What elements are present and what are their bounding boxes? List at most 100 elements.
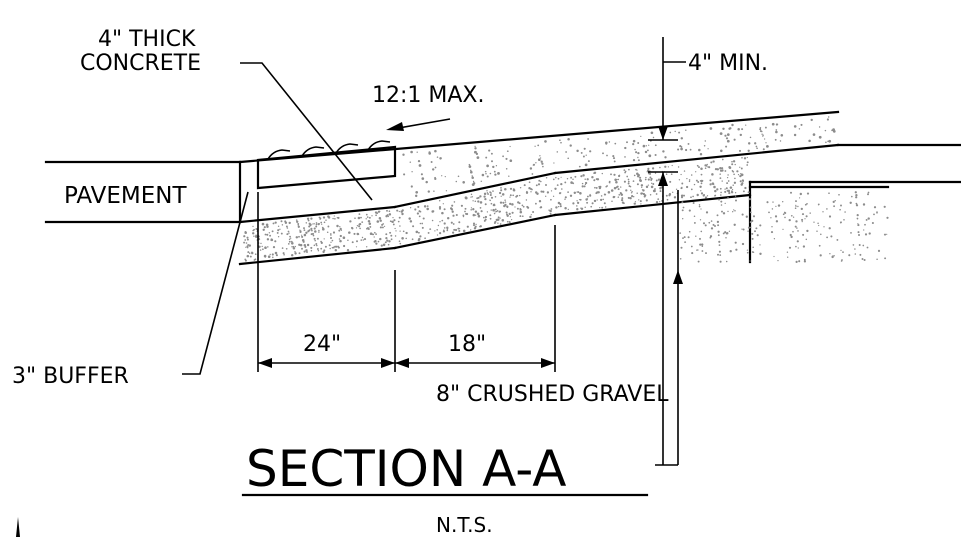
existing-gravel-dot — [840, 204, 842, 207]
gravel-dot — [453, 201, 456, 203]
existing-gravel-dot — [788, 246, 792, 249]
gravel-dot — [521, 204, 524, 207]
existing-gravel-dot — [830, 235, 833, 238]
concrete-dot — [774, 138, 777, 141]
concrete-dot — [637, 142, 640, 144]
gravel-dot — [671, 164, 673, 167]
gravel-dot — [483, 219, 486, 222]
existing-gravel-dot — [687, 236, 690, 239]
existing-gravel-dot — [868, 232, 871, 235]
gravel-dot — [545, 195, 547, 197]
existing-gravel-dot — [722, 232, 725, 235]
existing-gravel-dot — [849, 201, 852, 204]
concrete-dot — [602, 152, 604, 155]
gravel-dot — [518, 202, 521, 205]
north-arrow-icon — [16, 517, 20, 537]
gravel-dot — [560, 176, 562, 178]
existing-gravel-dot — [771, 226, 773, 228]
gravel-dot — [365, 246, 368, 248]
concrete-dot — [680, 137, 684, 140]
gravel-dot — [603, 202, 606, 205]
existing-gravel-dot — [692, 202, 695, 204]
gravel-dot — [591, 202, 594, 205]
gravel-dot — [589, 194, 592, 197]
horizontal-dimensions — [257, 192, 556, 372]
gravel-dot — [550, 198, 552, 201]
gravel-dot — [367, 219, 371, 223]
existing-gravel-dot — [722, 212, 726, 215]
existing-gravel-dot — [886, 216, 889, 219]
gravel-dot — [719, 169, 723, 172]
gravel-dot — [297, 222, 300, 225]
gravel-dot — [542, 190, 545, 193]
existing-gravel-dot — [876, 211, 878, 214]
gravel-dot — [342, 236, 346, 239]
existing-gravel-dot — [688, 230, 691, 233]
gravel-dot — [438, 207, 442, 210]
existing-gravel-dot — [795, 260, 798, 263]
existing-gravel-dot — [717, 230, 720, 233]
gravel-dot — [654, 188, 656, 190]
gravel-dot — [365, 218, 367, 220]
gravel-dot — [315, 223, 318, 226]
gravel-dot — [636, 175, 640, 178]
gravel-dot — [303, 250, 306, 253]
gravel-dot — [633, 174, 636, 177]
concrete-dot — [565, 151, 567, 153]
existing-gravel-dot — [799, 192, 802, 196]
existing-gravel-dot — [782, 213, 785, 216]
gravel-dot — [464, 207, 467, 210]
gravel-dot — [711, 173, 714, 176]
existing-gravel-dot — [871, 221, 874, 225]
gravel-dot — [458, 221, 461, 224]
gravel-dot — [633, 196, 635, 198]
existing-gravel-dot — [809, 212, 811, 214]
gravel-dot — [277, 236, 280, 238]
gravel-dot — [252, 232, 255, 235]
gravel-dot — [479, 195, 482, 198]
gravel-dot — [429, 228, 432, 231]
concrete-dot — [775, 123, 778, 126]
existing-gravel-dot — [867, 193, 869, 196]
gravel-dot — [436, 229, 438, 231]
gravel-dot — [519, 215, 522, 218]
gravel-dot — [453, 228, 456, 231]
gravel-dot — [396, 209, 399, 212]
existing-gravel-dot — [856, 218, 859, 220]
concrete-dot — [771, 122, 775, 126]
existing-gravel-dot — [721, 210, 723, 213]
gravel-dot — [373, 240, 376, 243]
gravel-dot — [388, 240, 391, 243]
concrete-dot — [762, 135, 764, 137]
existing-gravel-dot — [800, 207, 803, 211]
gravel-dot — [332, 231, 336, 234]
gravel-dot — [741, 157, 743, 159]
gravel-dot — [601, 206, 604, 209]
existing-gravel-dot — [831, 255, 834, 258]
gravel-dot — [641, 186, 643, 188]
gravel-dot — [740, 167, 743, 170]
gravel-dot — [455, 213, 458, 217]
gravel-dot — [583, 185, 586, 188]
gravel-dot — [486, 211, 489, 213]
existing-gravel-dot — [709, 235, 713, 238]
existing-gravel-dot — [724, 202, 726, 205]
gravel-dot — [458, 227, 461, 230]
existing-gravel-dot — [712, 223, 715, 226]
concrete-dot — [747, 142, 751, 145]
gravel-dot — [498, 191, 502, 195]
gravel-dot — [647, 167, 650, 170]
gravel-dot — [377, 210, 381, 213]
gravel-dot — [634, 202, 637, 205]
gravel-dot — [519, 210, 523, 214]
gravel-dot — [521, 215, 524, 218]
gravel-dot — [600, 195, 603, 197]
gravel-dot — [399, 230, 401, 232]
gravel-dot — [320, 247, 323, 250]
gravel-dot — [474, 210, 478, 213]
gravel-dot — [338, 229, 341, 232]
gravel-dot — [709, 183, 712, 186]
concrete-dot — [763, 138, 766, 140]
gravel-dot — [322, 216, 326, 219]
